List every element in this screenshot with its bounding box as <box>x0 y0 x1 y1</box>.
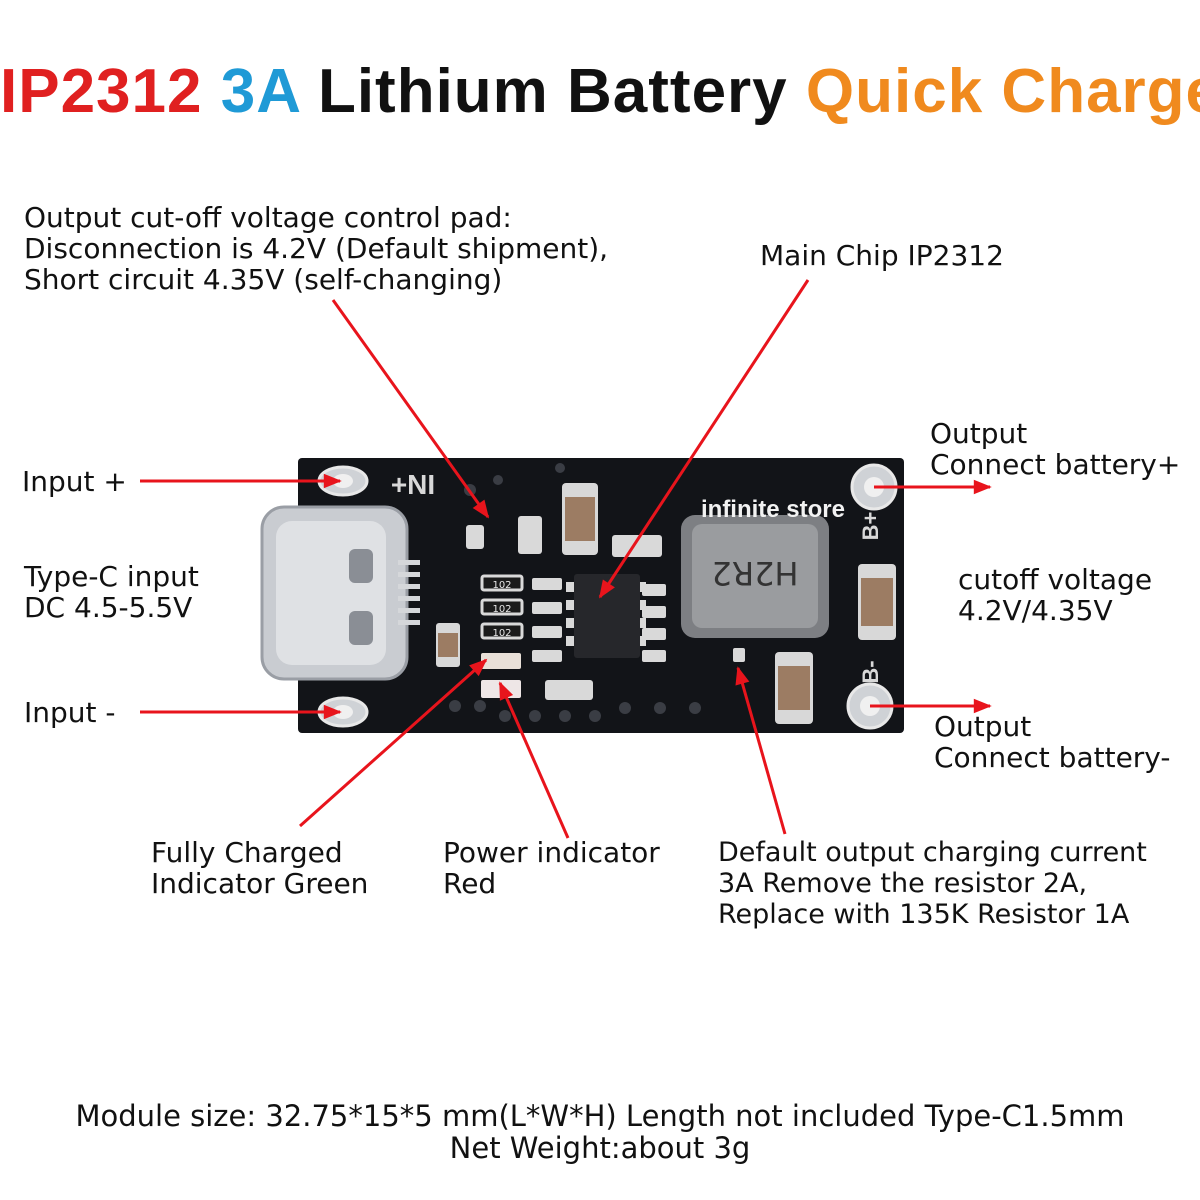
arrow-cutoff-pad <box>331 299 490 519</box>
capacitor <box>775 652 813 724</box>
label-line: Short circuit 4.35V (self-changing) <box>24 263 503 296</box>
label-line: 3A Remove the resistor 2A, <box>718 868 1088 899</box>
label-default-current: Default output charging current 3A Remov… <box>718 837 1147 930</box>
label-line: Input - <box>24 696 116 729</box>
resistor: 102 <box>480 598 524 616</box>
resistor-marking: 102 <box>492 580 511 591</box>
type-c-connector <box>260 505 420 681</box>
resistor-marking: 102 <box>492 604 511 615</box>
title-part-charger: Quick Charger <box>805 57 1200 126</box>
label-line: Connect battery- <box>934 741 1171 774</box>
inductor-marking: H2R2 <box>711 554 798 592</box>
label-input-plus: Input + <box>22 466 127 497</box>
label-line: Fully Charged <box>151 836 343 869</box>
page-title: IP2312 3A Lithium Battery Quick Charger <box>0 56 1200 127</box>
inductor: H2R2 <box>681 515 829 638</box>
led-green <box>481 653 521 669</box>
net-weight-text: Net Weight:about 3g <box>449 1131 751 1165</box>
label-line: Output <box>930 417 1028 450</box>
label-line: Disconnection is 4.2V (Default shipment)… <box>24 232 609 265</box>
label-line: Default output charging current <box>718 837 1147 868</box>
label-output-plus: Output Connect battery+ <box>930 418 1180 480</box>
label-line: Indicator Green <box>151 867 369 900</box>
label-main-chip: Main Chip IP2312 <box>760 240 1004 271</box>
main-chip-ip2312 <box>566 574 646 658</box>
title-part-current: 3A <box>220 57 300 126</box>
module-size-text: Module size: 32.75*15*5 mm(L*W*H) Length… <box>75 1099 1125 1133</box>
resistor: 102 <box>480 574 524 592</box>
capacitor <box>858 564 896 640</box>
capacitor <box>562 483 598 555</box>
label-output-minus: Output Connect battery- <box>934 711 1170 773</box>
module-specs: Module size: 32.75*15*5 mm(L*W*H) Length… <box>0 1100 1200 1164</box>
label-line: Main Chip IP2312 <box>760 239 1004 272</box>
title-part-battery: Lithium Battery <box>317 57 788 126</box>
label-power-indicator: Power indicator Red <box>443 837 660 899</box>
silk-battery-plus: B+ <box>858 512 883 541</box>
label-cutoff-pad: Output cut-off voltage control pad: Disc… <box>24 202 608 295</box>
label-line: Power indicator <box>443 836 660 869</box>
label-line: Input + <box>22 465 127 498</box>
silk-battery-minus: B- <box>858 660 883 683</box>
label-line: Replace with 135K Resistor 1A <box>718 899 1130 930</box>
label-input-minus: Input - <box>24 697 116 728</box>
label-line: Red <box>443 867 497 900</box>
arrow-power-indicator <box>498 681 570 839</box>
label-line: Connect battery+ <box>930 448 1181 481</box>
arrow-main-chip <box>598 279 810 599</box>
arrow-default-current <box>735 666 787 835</box>
label-line: Output <box>934 710 1032 743</box>
capacitor <box>436 623 460 667</box>
label-line: Output cut-off voltage control pad: <box>24 201 512 234</box>
label-fully-charged: Fully Charged Indicator Green <box>151 837 368 899</box>
label-type-c: Type-C input DC 4.5-5.5V <box>24 561 199 623</box>
label-cutoff-voltage: cutoff voltage 4.2V/4.35V <box>958 564 1152 626</box>
store-watermark: infinite store <box>701 496 845 523</box>
title-part-chip: IP2312 <box>0 57 203 126</box>
callout-arrows <box>140 279 992 839</box>
label-line: DC 4.5-5.5V <box>24 591 193 624</box>
resistor: 102 <box>480 622 524 640</box>
label-line: 4.2V/4.35V <box>958 594 1113 627</box>
resistor-marking: 102 <box>492 628 511 639</box>
pcb-board: 102 102 102 <box>260 458 904 733</box>
arrow-fully-charged <box>299 658 488 828</box>
label-line: cutoff voltage <box>958 563 1153 596</box>
label-line: Type-C input <box>24 560 199 593</box>
silk-input-plus: +NI <box>391 469 435 500</box>
